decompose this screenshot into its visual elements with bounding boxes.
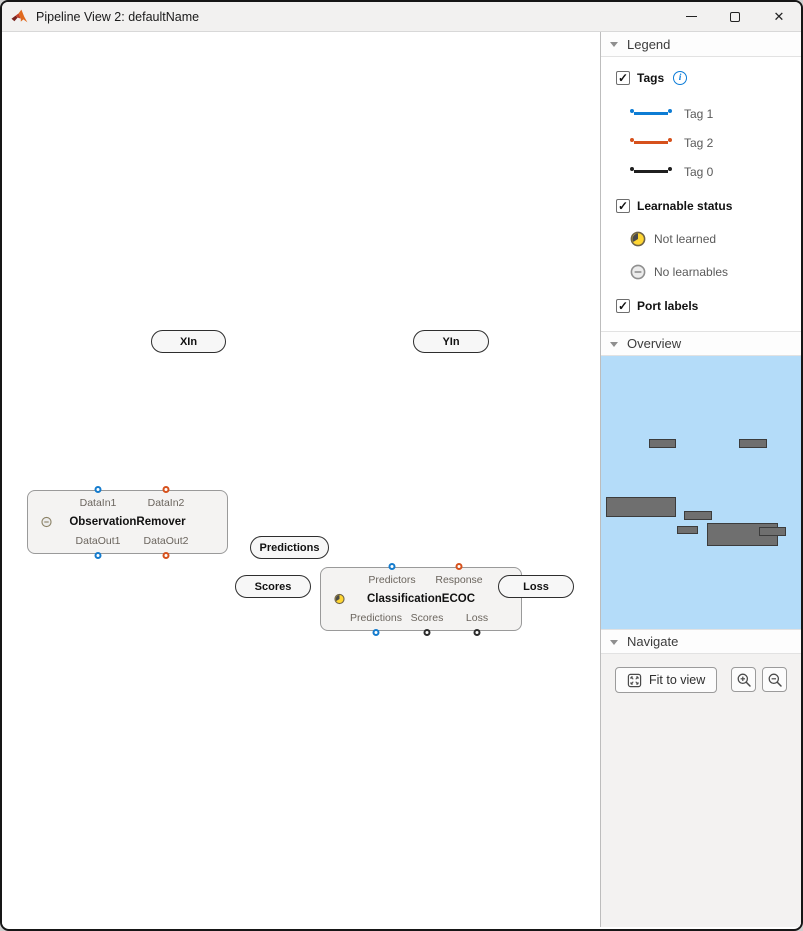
not-learned-label: Not learned — [654, 231, 717, 246]
port-datain2[interactable] — [162, 485, 170, 493]
node-classification-ecoc[interactable]: Predictors Response ClassificationECOC P… — [320, 562, 522, 636]
matlab-logo-icon — [11, 9, 28, 23]
port-predictions-out[interactable] — [372, 628, 380, 636]
node-xin[interactable]: XIn — [151, 330, 226, 353]
zoom-out-button[interactable] — [762, 667, 787, 692]
learnable-status-checkbox[interactable]: ✓ — [616, 199, 630, 213]
port-label: Predictions — [350, 612, 402, 624]
not-learned-icon — [334, 593, 345, 605]
tag0-swatch-icon — [630, 167, 672, 176]
legend-header-label: Legend — [627, 36, 671, 52]
navigate-section-header[interactable]: Navigate — [601, 629, 801, 654]
window-title: Pipeline View 2: defaultName — [36, 9, 200, 24]
minimap-node-predictions — [684, 511, 712, 520]
tags-label: Tags — [637, 71, 665, 85]
port-label: Response — [435, 574, 483, 586]
minimap-node-yin — [739, 439, 767, 448]
overview-minimap[interactable] — [601, 356, 801, 629]
navigate-body: Fit to view — [601, 654, 801, 927]
overview-section-header[interactable]: Overview — [601, 331, 801, 356]
no-learnables-legend-icon — [630, 264, 646, 279]
tag1-swatch-icon — [630, 109, 672, 118]
port-label: Loss — [465, 612, 489, 624]
tag1-label: Tag 1 — [684, 106, 714, 121]
port-predictors[interactable] — [388, 562, 396, 570]
info-icon[interactable]: i — [673, 71, 688, 85]
node-yin[interactable]: YIn — [413, 330, 489, 353]
zoom-button-group — [731, 667, 787, 692]
node-observation-remover[interactable]: DataIn1 DataIn2 ObservationRemover DataO… — [27, 485, 228, 559]
maximize-icon — [730, 11, 740, 22]
no-learnables-icon — [41, 516, 52, 528]
port-loss-out[interactable] — [473, 628, 481, 636]
tag2-swatch-icon — [630, 138, 672, 147]
title-bar: Pipeline View 2: defaultName ✕ — [2, 2, 801, 32]
port-datain1[interactable] — [94, 485, 102, 493]
port-label: DataOut2 — [143, 535, 189, 547]
fit-to-view-button[interactable]: Fit to view — [615, 667, 718, 693]
block-title: ClassificationECOC — [367, 593, 475, 605]
minimap-node-xin — [649, 439, 676, 448]
collapse-caret-icon — [610, 639, 618, 645]
port-scores-out[interactable] — [423, 628, 431, 636]
minimap-node-observation-remover — [606, 497, 676, 517]
no-learnables-label: No learnables — [654, 264, 729, 279]
node-predictions[interactable]: Predictions — [250, 536, 329, 559]
sidebar: Legend ✓ Tags i Tag 1 Tag 2 — [600, 32, 801, 927]
fit-to-view-label: Fit to view — [649, 673, 706, 687]
legend-body: ✓ Tags i Tag 1 Tag 2 Tag 0 ✓ — [601, 57, 801, 331]
zoom-out-icon — [768, 673, 782, 687]
port-response[interactable] — [455, 562, 463, 570]
navigate-header-label: Navigate — [627, 634, 679, 649]
minimap-node-scores — [677, 526, 698, 534]
close-icon: ✕ — [773, 9, 785, 24]
zoom-in-icon — [737, 673, 751, 687]
minimize-button[interactable] — [669, 2, 713, 32]
port-dataout2[interactable] — [162, 551, 170, 559]
not-learned-legend-icon — [630, 231, 646, 246]
port-labels-checkbox[interactable]: ✓ — [616, 299, 630, 313]
tag0-label: Tag 0 — [684, 164, 714, 179]
tag2-label: Tag 2 — [684, 135, 714, 150]
pipeline-canvas[interactable]: DataIn1 DataIn2 ObservationRemover DataO… — [2, 32, 600, 927]
port-label: Scores — [410, 612, 444, 624]
collapse-caret-icon — [610, 42, 618, 47]
zoom-in-button[interactable] — [731, 667, 756, 692]
node-loss[interactable]: Loss — [498, 575, 574, 598]
port-dataout1[interactable] — [94, 551, 102, 559]
fit-to-view-icon — [627, 673, 642, 687]
port-label: Predictors — [368, 574, 416, 586]
port-label: DataIn1 — [79, 497, 117, 509]
block-title: ObservationRemover — [69, 516, 186, 528]
close-button[interactable]: ✕ — [757, 2, 801, 32]
legend-section-header[interactable]: Legend — [601, 32, 801, 57]
port-label: DataOut1 — [75, 535, 121, 547]
collapse-caret-icon — [610, 341, 618, 347]
port-label: DataIn2 — [147, 497, 185, 509]
port-labels-label: Port labels — [637, 299, 699, 313]
learnable-status-label: Learnable status — [637, 199, 733, 213]
minimize-icon — [685, 16, 697, 17]
overview-header-label: Overview — [627, 336, 682, 351]
minimap-node-loss — [759, 527, 786, 536]
tags-checkbox[interactable]: ✓ — [616, 71, 630, 85]
maximize-button[interactable] — [713, 2, 757, 32]
node-scores[interactable]: Scores — [235, 575, 311, 598]
